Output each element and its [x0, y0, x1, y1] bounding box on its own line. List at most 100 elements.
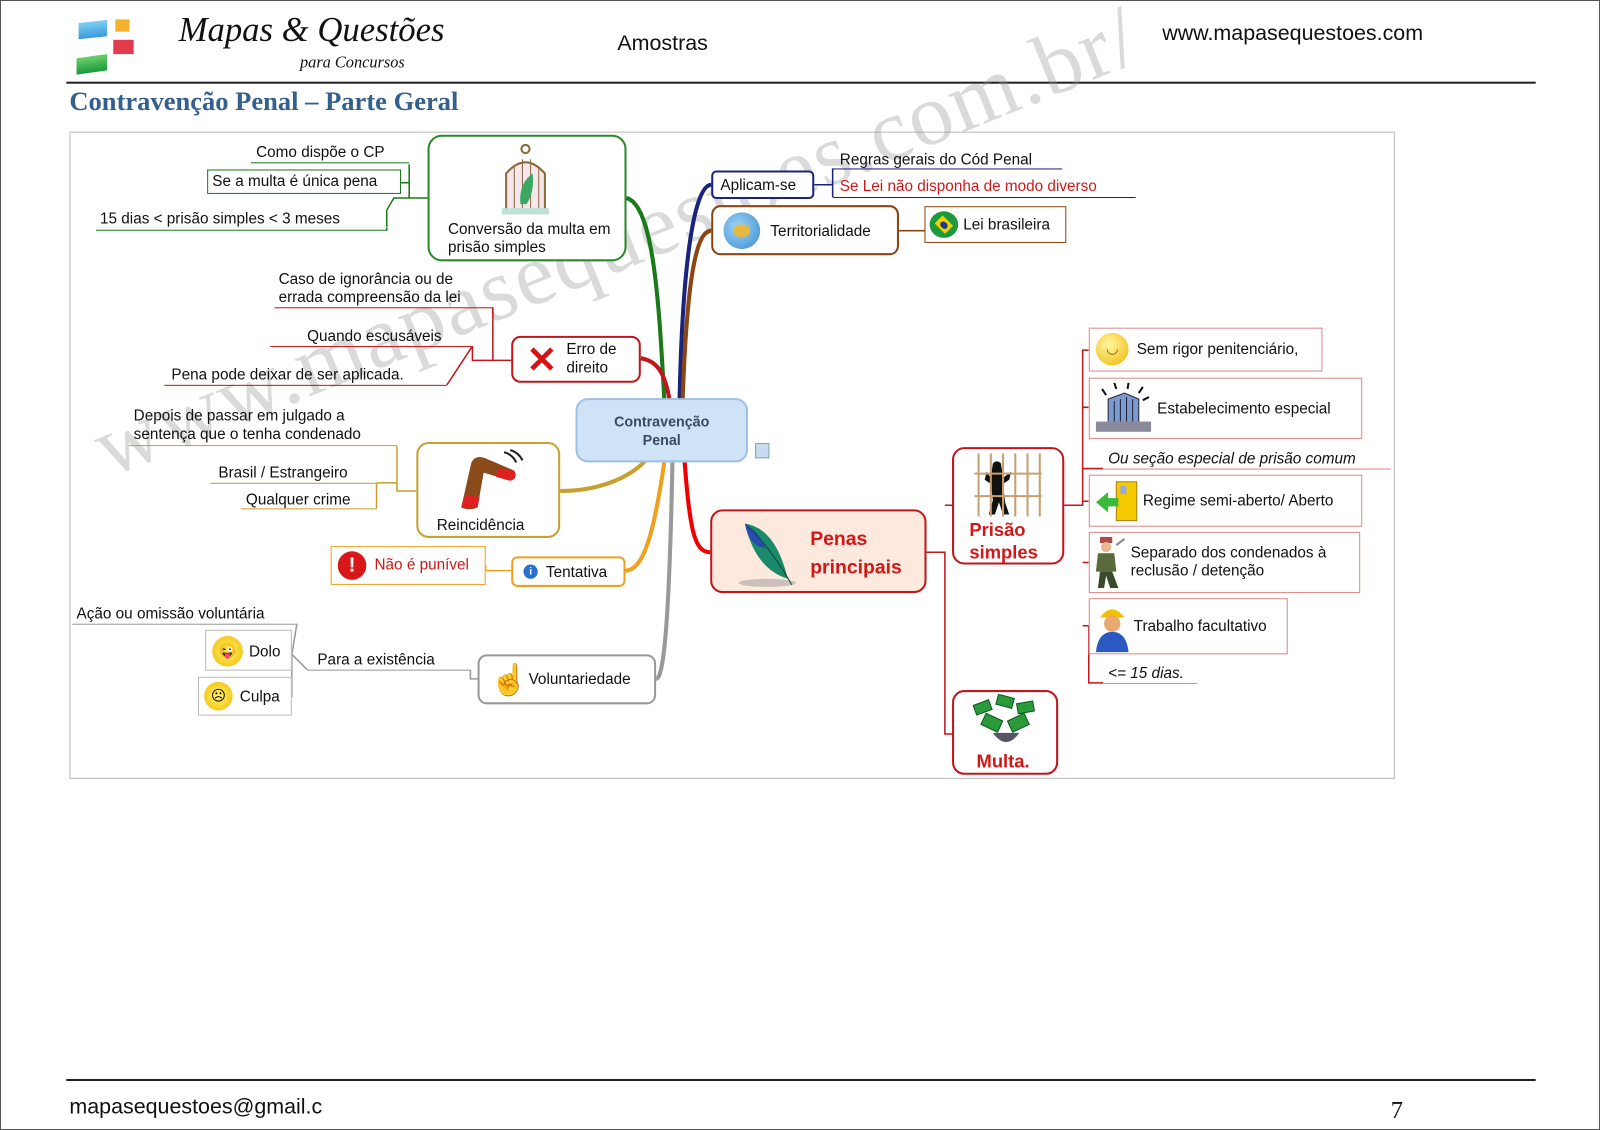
brazil-flag-icon [929, 211, 959, 238]
voluntariedade-sub-label[interactable]: Ação ou omissão voluntária [76, 605, 265, 623]
conversao-child-2[interactable]: Se a multa é única pena [207, 169, 402, 194]
prisao-child-sem-rigor[interactable]: ◡ Sem rigor penitenciário, [1088, 327, 1323, 372]
estabelecimento-label: Estabelecimento especial [1157, 400, 1331, 418]
boomerang-icon [453, 448, 524, 511]
erro-child-3[interactable]: Pena pode deixar de ser aplicada. [171, 366, 404, 384]
node-reincidencia-label: Reincidência [436, 516, 525, 534]
underline [274, 307, 493, 309]
note-icon[interactable] [755, 443, 770, 459]
node-conversao[interactable]: Conversão da multa em prisão simples [427, 134, 627, 262]
red-x-icon: ✕ [526, 338, 558, 381]
underline [95, 229, 387, 231]
underline [1103, 468, 1391, 470]
brand-subtitle: para Concursos [299, 54, 405, 72]
sad-face-icon: ☹ [204, 681, 233, 711]
underline [251, 162, 410, 164]
page-number: 7 [1390, 1097, 1404, 1124]
exit-door-icon [1094, 480, 1141, 523]
tentativa-child[interactable]: ! Não é punível [330, 546, 486, 585]
node-territorialidade-label: Territorialidade [770, 222, 871, 240]
prisao-child-trabalho[interactable]: Trabalho facultativo [1088, 598, 1288, 655]
brand-logo [74, 19, 139, 76]
node-multa-label: Multa. [976, 751, 1030, 772]
underline [307, 669, 471, 671]
separado-label: Separado dos condenados à reclusão / det… [1130, 544, 1327, 580]
footer-divider [66, 1078, 1536, 1082]
sem-rigor-label: Sem rigor penitenciário, [1136, 340, 1299, 359]
tentativa-child-label: Não é punível [374, 556, 469, 574]
header-divider [66, 81, 1536, 84]
money-icon [970, 694, 1041, 749]
reincidencia-child-1[interactable]: Depois de passar em julgado a sentença q… [133, 407, 361, 444]
erro-child-1[interactable]: Caso de ignorância ou de errada compreen… [278, 270, 461, 307]
page-title: Contravenção Penal – Parte Geral [69, 86, 459, 117]
dolo-label: Dolo [248, 643, 281, 661]
node-voluntariedade[interactable]: ☝ Voluntariedade [477, 654, 657, 705]
lei-brasileira-label: Lei brasileira [963, 216, 1051, 234]
smiley-icon: ◡ [1095, 332, 1129, 366]
node-prisao-label: Prisão simples [969, 519, 1038, 563]
underline [164, 384, 447, 386]
winking-face-icon: 😜 [212, 635, 243, 667]
mindmap-connectors [291, 164, 1104, 735]
prisao-child-regime[interactable]: Regime semi-aberto/ Aberto [1088, 474, 1363, 527]
info-icon: i [523, 564, 538, 579]
prisao-child-secao-especial[interactable]: Ou seção especial de prisão comum [1108, 450, 1356, 468]
voluntariedade-child[interactable]: Para a existência [317, 651, 435, 669]
prisoner-bars-icon [974, 453, 1042, 517]
underline [832, 168, 1063, 170]
node-erro-de-direito[interactable]: ✕ Erro de direito [511, 335, 641, 383]
underline [1103, 682, 1197, 684]
node-tentativa[interactable]: i Tentativa [511, 556, 626, 587]
prisao-child-15-dias[interactable]: <= 15 dias. [1108, 664, 1184, 682]
underline [270, 346, 473, 348]
underline [240, 508, 377, 510]
prisao-child-separado[interactable]: Separado dos condenados à reclusão / det… [1088, 531, 1361, 594]
reincidencia-child-3[interactable]: Qualquer crime [245, 491, 351, 509]
dolo-item[interactable]: 😜 Dolo [205, 629, 292, 671]
man-with-hat-icon [1092, 535, 1129, 590]
underline [832, 197, 1136, 199]
underline [72, 623, 297, 625]
globe-icon [723, 212, 761, 250]
node-territorialidade[interactable]: Territorialidade [711, 205, 899, 256]
worker-hardhat-icon [1094, 601, 1131, 653]
node-multa[interactable]: Multa. [952, 690, 1059, 775]
node-tentativa-label: Tentativa [545, 563, 608, 581]
erro-child-2[interactable]: Quando escusáveis [307, 327, 442, 346]
node-aplicam-label: Aplicam-se [720, 176, 797, 194]
trabalho-label: Trabalho facultativo [1133, 617, 1267, 635]
reincidencia-child-2[interactable]: Brasil / Estrangeiro [218, 464, 348, 482]
underline [210, 482, 377, 484]
central-node-label: Contravenção Penal [614, 412, 710, 448]
node-reincidencia[interactable]: Reincidência [416, 442, 561, 538]
underline [128, 445, 397, 447]
footer-email[interactable]: mapasequestoes@gmail.c [69, 1095, 323, 1119]
conversao-child-1[interactable]: Como dispõe o CP [256, 143, 385, 162]
website-link[interactable]: www.mapasequestoes.com [1162, 21, 1424, 45]
building-icon [1094, 382, 1153, 434]
pointing-hand-icon: ☝ [490, 663, 529, 697]
node-aplicam-se[interactable]: Aplicam-se [711, 170, 815, 200]
birdcage-icon [495, 141, 556, 218]
node-voluntariedade-label: Voluntariedade [528, 670, 631, 689]
brand-title: Mapas & Questões [178, 11, 445, 49]
conversao-child-3[interactable]: 15 dias < prisão simples < 3 meses [99, 210, 340, 228]
node-prisao-simples[interactable]: Prisão simples [952, 447, 1065, 565]
node-penas-label: Penas principais [810, 528, 902, 579]
section-label: Amostras [617, 31, 708, 56]
central-node[interactable]: Contravenção Penal [575, 398, 748, 463]
prisao-child-estabelecimento[interactable]: Estabelecimento especial [1088, 377, 1363, 439]
warning-icon: ! [337, 551, 367, 580]
node-erro-label: Erro de direito [566, 340, 617, 377]
culpa-label: Culpa [239, 688, 280, 706]
culpa-item[interactable]: ☹ Culpa [197, 676, 292, 716]
aplicam-child-2[interactable]: Se Lei não disponha de modo diverso [839, 177, 1097, 195]
node-penas-principais[interactable]: Penas principais [710, 509, 927, 594]
regime-label: Regime semi-aberto/ Aberto [1142, 492, 1334, 510]
node-conversao-label: Conversão da multa em prisão simples [447, 220, 611, 257]
mindmap-frame [69, 131, 1395, 779]
aplicam-child-1[interactable]: Regras gerais do Cód Penal [839, 151, 1033, 169]
lei-brasileira-item[interactable]: Lei brasileira [924, 206, 1067, 243]
